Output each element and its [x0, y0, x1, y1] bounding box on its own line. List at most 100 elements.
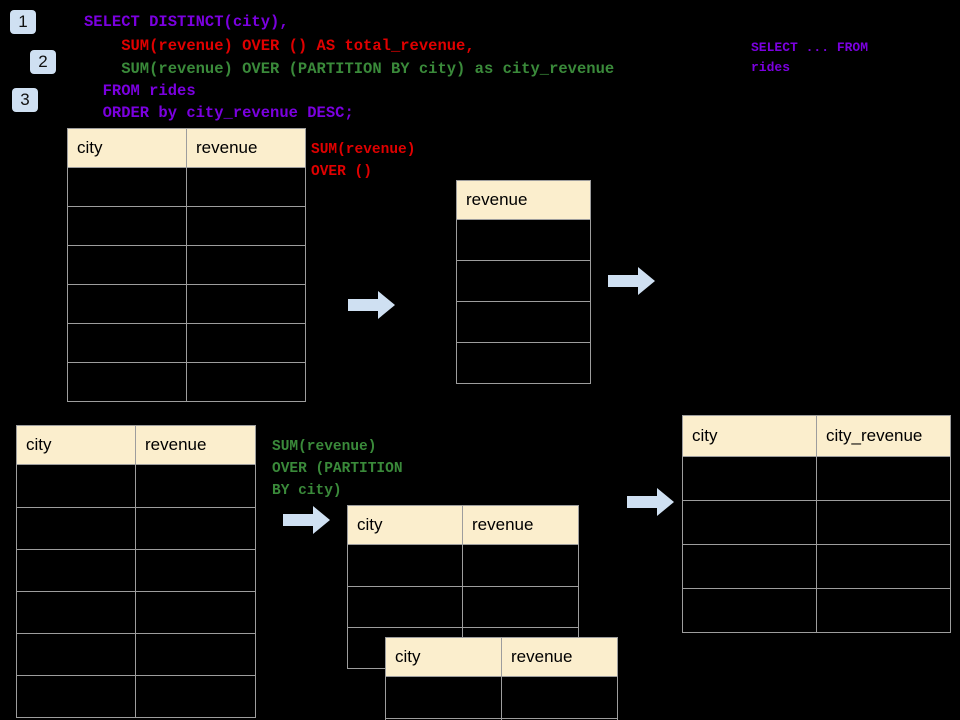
arrow-right-icon-bottom-right [627, 488, 674, 516]
cell [67, 206, 187, 246]
cell [16, 675, 136, 718]
cell [682, 588, 817, 633]
cell [135, 549, 256, 592]
annotation-city-revenue-line-3: BY city) [272, 483, 342, 499]
cell [135, 675, 256, 718]
cell [186, 245, 306, 285]
arrow-right-icon-bottom-left [283, 506, 330, 534]
cell [67, 362, 187, 402]
cell [135, 633, 256, 676]
column-header-city: city [67, 128, 187, 168]
column-header-city-revenue: city_revenue [816, 415, 951, 457]
cell [16, 591, 136, 634]
cell [816, 500, 951, 545]
cell [186, 362, 306, 402]
table-header-row: revenue [456, 180, 591, 220]
table-rides-source-top: city revenue [67, 128, 306, 402]
table-header-row: city revenue [347, 505, 579, 545]
table-row [67, 323, 306, 363]
table-row [67, 206, 306, 246]
annotation-total-revenue-line-2: OVER () [311, 164, 372, 180]
cell [682, 456, 817, 501]
table-row [385, 676, 618, 719]
cell [67, 167, 187, 207]
arrow-right-icon-top-right [608, 267, 655, 295]
cell [135, 591, 256, 634]
annotation-city-revenue-line-1: SUM(revenue) [272, 439, 377, 455]
table-partition-group-b: city revenue [385, 637, 618, 720]
table-row [456, 342, 591, 384]
cell [347, 586, 463, 628]
table-row [682, 500, 951, 545]
table-row [682, 544, 951, 589]
table-row [682, 588, 951, 633]
table-row [16, 633, 256, 676]
table-row [16, 675, 256, 718]
cell [816, 456, 951, 501]
arrow-right-icon-top-left [348, 291, 395, 319]
table-row [67, 284, 306, 324]
cell [186, 323, 306, 363]
column-header-city: city [385, 637, 502, 677]
side-note-line-1: SELECT ... FROM [751, 40, 869, 55]
column-header-revenue: revenue [456, 180, 591, 220]
table-row [456, 260, 591, 302]
table-row [16, 507, 256, 550]
table-total-revenue: revenue [456, 180, 591, 384]
cell [186, 284, 306, 324]
table-row [456, 301, 591, 343]
column-header-city: city [16, 425, 136, 465]
table-row [16, 549, 256, 592]
table-row [385, 718, 618, 720]
table-header-row: city revenue [385, 637, 618, 677]
cell [135, 507, 256, 550]
column-header-revenue: revenue [462, 505, 579, 545]
cell [16, 464, 136, 508]
table-row [682, 456, 951, 501]
table-header-row: city city_revenue [682, 415, 951, 457]
query-line-order: ORDER by city_revenue DESC; [84, 104, 354, 122]
query-line-total-revenue: SUM(revenue) OVER () AS total_revenue, [84, 37, 475, 55]
column-header-revenue: revenue [501, 637, 618, 677]
column-header-city: city [347, 505, 463, 545]
cell [501, 676, 618, 719]
cell [186, 167, 306, 207]
table-row [67, 362, 306, 402]
cell [16, 549, 136, 592]
table-rides-source-bottom: city revenue [16, 425, 256, 718]
cell [135, 464, 256, 508]
side-note-line-2: rides [751, 60, 791, 75]
table-row [456, 219, 591, 261]
cell [462, 586, 579, 628]
table-final-result: city city_revenue [682, 415, 951, 633]
cell [67, 323, 187, 363]
cell [816, 588, 951, 633]
table-header-row: city revenue [16, 425, 256, 465]
cell [67, 284, 187, 324]
table-row [16, 464, 256, 508]
cell [456, 301, 591, 343]
query-line-select: SELECT DISTINCT(city), [84, 13, 289, 31]
table-header-row: city revenue [67, 128, 306, 168]
table-row [67, 167, 306, 207]
cell [385, 676, 502, 719]
query-line-city-revenue: SUM(revenue) OVER (PARTITION BY city) as… [84, 60, 615, 78]
cell [16, 507, 136, 550]
cell [456, 342, 591, 384]
cell [186, 206, 306, 246]
annotation-total-revenue-line-1: SUM(revenue) [311, 142, 416, 158]
cell [347, 544, 463, 587]
cell [462, 544, 579, 587]
cell [501, 718, 618, 720]
step-badge-2: 2 [30, 50, 56, 74]
cell [682, 544, 817, 589]
annotation-city-revenue-line-2: OVER (PARTITION [272, 461, 403, 477]
column-header-revenue: revenue [135, 425, 256, 465]
table-row [347, 544, 579, 587]
column-header-revenue: revenue [186, 128, 306, 168]
cell [16, 633, 136, 676]
column-header-city: city [682, 415, 817, 457]
step-badge-3: 3 [12, 88, 38, 112]
cell [682, 500, 817, 545]
